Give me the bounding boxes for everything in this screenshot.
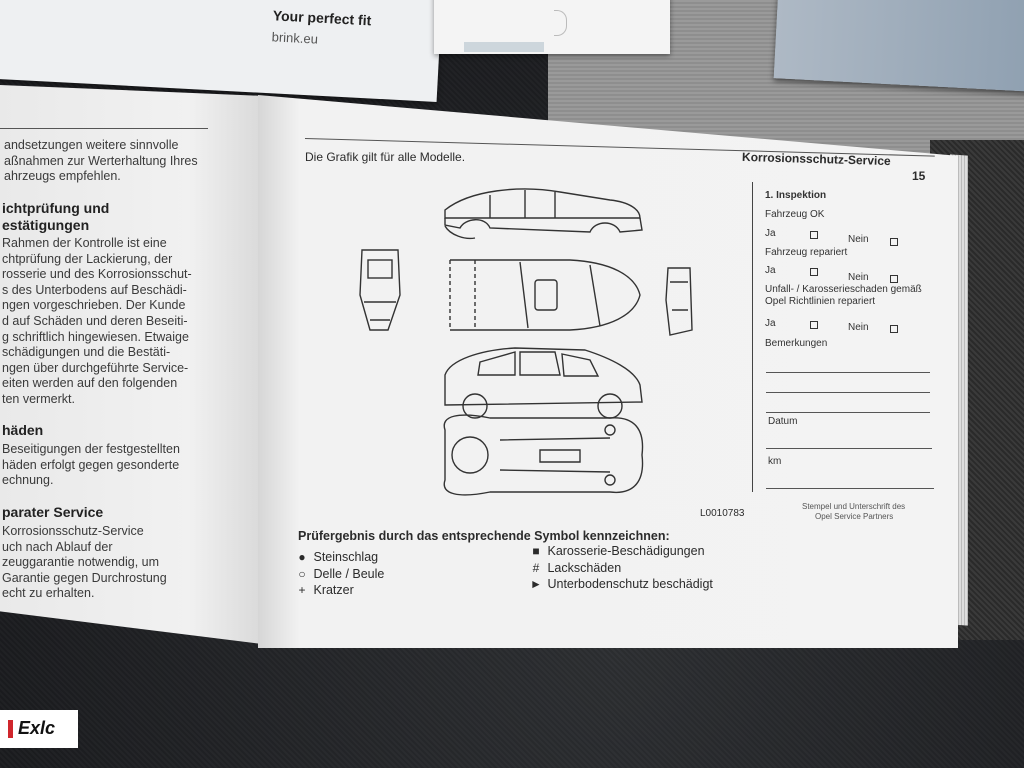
triangle-right-icon: ► (530, 577, 542, 591)
q-fahrzeug-ok: Fahrzeug OK (765, 209, 825, 220)
left-header-rule (0, 128, 208, 129)
right-page (258, 95, 958, 648)
date-line[interactable] (766, 448, 932, 449)
filled-circle-icon: ● (298, 550, 306, 564)
watermark-text: Exlc (18, 718, 56, 738)
q3-no-label: Nein (848, 322, 869, 333)
section2-heading: häden (2, 422, 44, 438)
remarks-line-2[interactable] (766, 392, 930, 393)
q-fahrzeug-repariert: Fahrzeug repariert (765, 247, 848, 258)
legend-kratzer: + Kratzer (294, 583, 353, 597)
legend-delle: ○ Delle / Beule (294, 567, 384, 581)
car-underbody-view (443, 414, 644, 496)
legend-karosserie: ■ Karosserie-Beschädigungen (528, 544, 704, 558)
open-circle-icon: ○ (298, 567, 306, 581)
q3-yes-checkbox[interactable] (810, 321, 818, 329)
date-label: Datum (768, 416, 798, 427)
km-label: km (768, 456, 782, 467)
legend-title: Prüfergebnis durch das entsprechende Sym… (298, 529, 670, 543)
q1-no-checkbox[interactable] (890, 238, 898, 246)
section3-heading: parater Service (2, 504, 104, 520)
stamp-label-1: Stempel und Unterschrift des (802, 502, 906, 511)
brochure-url: brink.eu (271, 29, 319, 47)
remarks-line-1[interactable] (766, 372, 930, 373)
inspection-title: 1. Inspektion (765, 190, 827, 201)
car-rear-view (665, 267, 693, 336)
q1-yes-checkbox[interactable] (810, 231, 818, 239)
q3-no-checkbox[interactable] (890, 325, 898, 333)
brochure-tagline: Your perfect fit (272, 7, 372, 29)
paper-sheet (434, 0, 670, 54)
km-line[interactable] (766, 488, 934, 489)
car-front-view (359, 249, 401, 331)
service-booklet (0, 75, 975, 650)
q2-no-checkbox[interactable] (890, 275, 898, 283)
q1-yes-label: Ja (765, 228, 776, 239)
legend-steinschlag: ● Steinschlag (294, 550, 378, 564)
left-page (0, 85, 270, 645)
q2-no-label: Nein (848, 272, 869, 283)
car-side-view (444, 347, 643, 419)
q1-no-label: Nein (848, 234, 869, 245)
page-number: 15 (912, 169, 926, 183)
watermark-badge: Exlc (0, 710, 78, 748)
hash-icon: # (532, 561, 540, 575)
q-unfall-line1: Unfall- / Karosserieschaden gemäß (765, 284, 922, 295)
remarks-label: Bemerkungen (765, 338, 828, 349)
stamp-label-2: Opel Service Partners (815, 512, 894, 521)
car-top-view (449, 259, 641, 331)
remarks-line-3[interactable] (766, 412, 930, 413)
plus-icon: + (298, 583, 306, 597)
q2-yes-checkbox[interactable] (810, 268, 818, 276)
graphic-note: Die Grafik gilt für alle Modelle. (305, 150, 466, 164)
q3-yes-label: Ja (765, 318, 776, 329)
image-code: L0010783 (700, 508, 745, 519)
car-side-top-view (444, 188, 643, 240)
legend-unterboden: ► Unterbodenschutz beschädigt (528, 577, 713, 591)
q2-yes-label: Ja (765, 265, 776, 276)
car-damage-diagram (359, 188, 693, 496)
q-unfall-line2: Opel Richtlinien repariert (765, 296, 876, 307)
legend-lackschaeden: # Lackschäden (528, 561, 622, 575)
filled-square-icon: ■ (532, 544, 540, 558)
form-divider (752, 182, 753, 492)
